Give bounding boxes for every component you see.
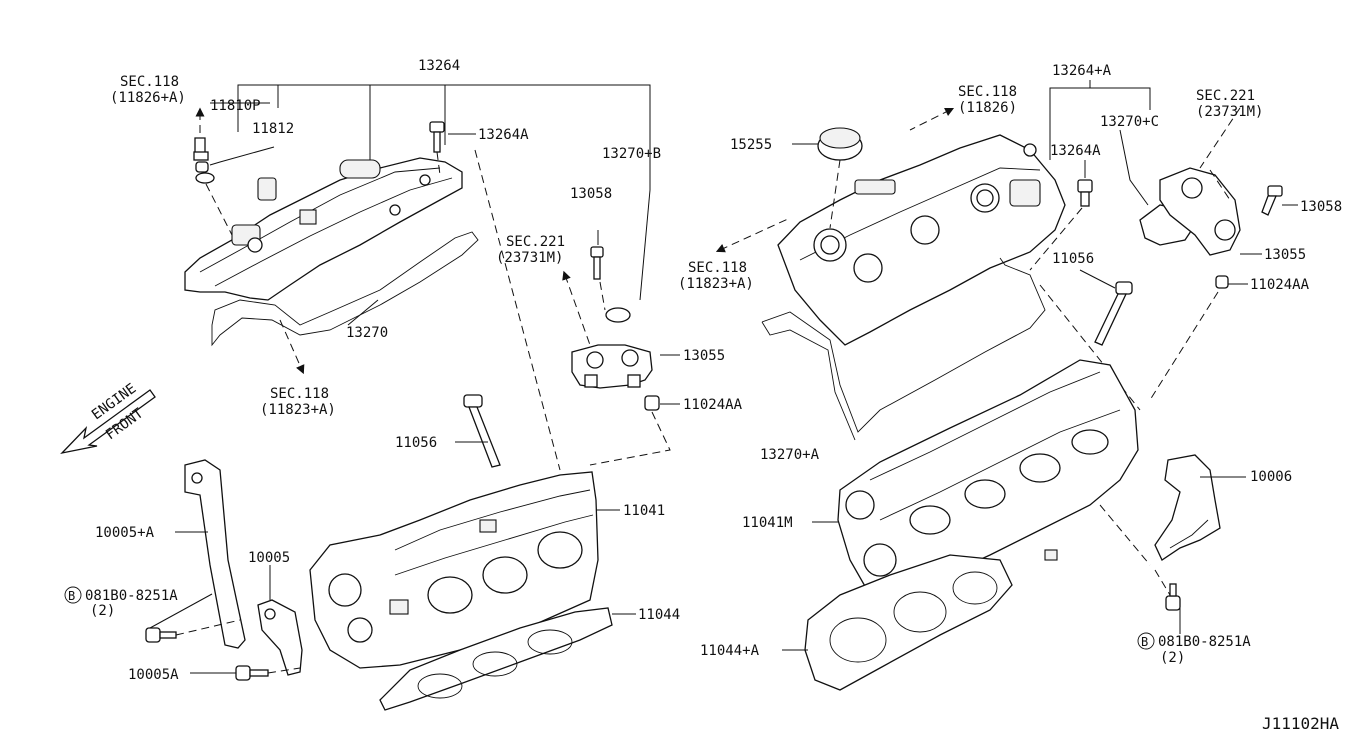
label-13058-left: 13058	[570, 186, 612, 202]
label-sec118-top-right: SEC.118	[958, 84, 1017, 100]
label-sec221-right: SEC.221	[1196, 88, 1255, 104]
circle-b-left-icon	[64, 586, 82, 604]
label-bolt-code-right: 081B0-8251A	[1158, 634, 1251, 650]
bolt-13264a-right	[1077, 179, 1093, 207]
oil-filler-cap	[817, 127, 863, 161]
label-10005a-plus: 10005+A	[95, 525, 155, 541]
label-bolt-qty-left: (2)	[90, 603, 115, 619]
label-11056-right: 11056	[1052, 251, 1094, 267]
label-13055-right: 13055	[1264, 247, 1306, 263]
label-11024aa-right: 11024AA	[1250, 277, 1310, 293]
label-sec118-top-left-sub: (11826+A)	[110, 90, 186, 106]
seal-13270b-left	[605, 307, 631, 323]
circle-b-left: B	[68, 589, 75, 603]
head-gasket-right	[804, 554, 1013, 691]
label-13270b: 13270+B	[602, 146, 661, 162]
bolt-11056-right	[1094, 281, 1133, 346]
label-13058-right: 13058	[1300, 199, 1342, 215]
label-sec118-bot-left: SEC.118	[270, 386, 329, 402]
label-10006: 10006	[1250, 469, 1292, 485]
bolt-081b0-right	[1165, 583, 1181, 611]
label-11044a: 11044+A	[700, 643, 760, 659]
label-sec118-mid-right-sub: (11823+A)	[678, 276, 754, 292]
label-bolt-qty-right: (2)	[1160, 650, 1185, 666]
label-13264a-right: 13264A	[1050, 143, 1101, 159]
gasket-13270	[211, 231, 479, 347]
label-13270: 13270	[346, 325, 388, 341]
oil-control-valve-left	[571, 344, 653, 389]
label-11812: 11812	[252, 121, 294, 137]
diagram-id: J11102HA	[1262, 714, 1339, 733]
label-sec221-right-sub: (23731M)	[1196, 104, 1263, 120]
bolt-081b0-left	[145, 627, 177, 643]
label-sec118-top-left: SEC.118	[120, 74, 179, 90]
circle-b-right-icon	[1137, 632, 1155, 650]
pcv-valve	[193, 137, 215, 184]
cylinder-head-left	[309, 471, 599, 669]
label-13264: 13264	[418, 58, 460, 74]
label-13055-left: 13055	[683, 348, 725, 364]
label-10005: 10005	[248, 550, 290, 566]
label-sec118-mid-right: SEC.118	[688, 260, 747, 276]
label-sec118-bot-left-sub: (11823+A)	[260, 402, 336, 418]
label-13264a-plus: 13264+A	[1052, 63, 1112, 79]
bolt-13264a-left	[429, 121, 445, 153]
label-sec118-top-right-sub: (11826)	[958, 100, 1017, 116]
bracket-10006	[1154, 454, 1221, 561]
gasket-13270a	[761, 257, 1046, 433]
rocker-cover-left	[184, 157, 463, 301]
label-11041m: 11041M	[742, 515, 793, 531]
label-13270c: 13270+C	[1100, 114, 1159, 130]
label-11044: 11044	[638, 607, 680, 623]
label-15255: 15255	[730, 137, 772, 153]
rocker-cover-right	[777, 134, 1066, 346]
label-11056-left: 11056	[395, 435, 437, 451]
bolt-13058-right	[1261, 185, 1283, 216]
seal-11024aa-left	[644, 395, 660, 411]
label-sec221-left-sub: (23731M)	[496, 250, 563, 266]
head-gasket-left	[379, 607, 613, 711]
bracket-10005a-plus	[184, 459, 246, 649]
circle-b-right: B	[1141, 635, 1148, 649]
engine-front-arrow-icon	[60, 389, 156, 455]
bolt-10005a	[235, 665, 269, 681]
label-sec221-left: SEC.221	[506, 234, 565, 250]
label-11024aa-left: 11024AA	[683, 397, 743, 413]
bracket-10005	[257, 599, 303, 676]
bolt-13058-left	[590, 246, 604, 280]
label-13270a: 13270+A	[760, 447, 820, 463]
label-10005a: 10005A	[128, 667, 179, 683]
oil-control-valve-right	[1159, 167, 1241, 256]
label-bolt-code-left: 081B0-8251A	[85, 588, 178, 604]
label-11041: 11041	[623, 503, 665, 519]
seal-11024aa-right	[1215, 275, 1229, 289]
label-11810p: 11810P	[210, 98, 261, 114]
label-13264a-left: 13264A	[478, 127, 529, 143]
bolt-11056-left	[463, 394, 501, 468]
